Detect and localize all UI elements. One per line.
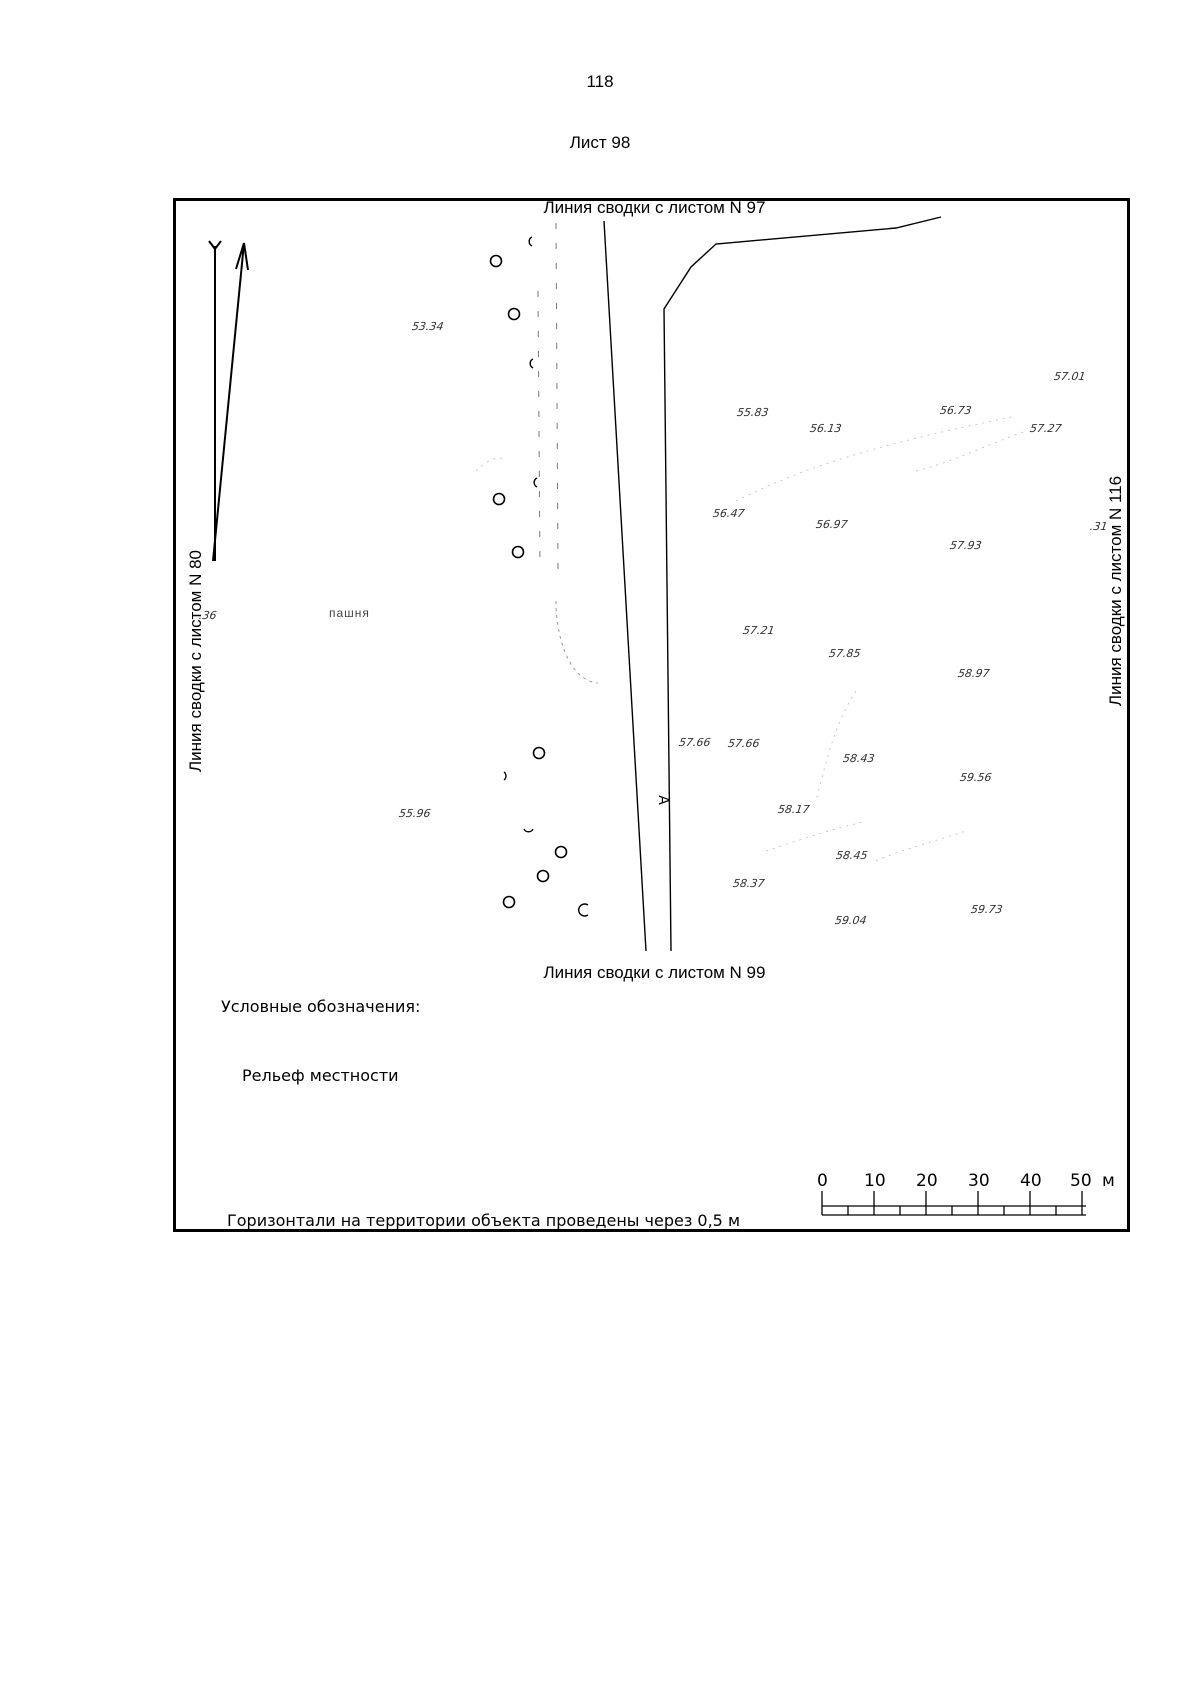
elevation-mark: 57.85 <box>828 647 862 660</box>
join-line-bottom: Линия сводки с листом N 99 <box>176 963 1127 983</box>
join-line-top: Линия сводки с листом N 97 <box>176 198 1127 218</box>
elevation-mark: 57.66 <box>727 737 761 750</box>
join-label-bottom: Линия сводки с листом N 99 <box>541 963 768 982</box>
page-number: 118 <box>586 72 614 91</box>
elevation-mark: 56.47 <box>712 507 746 520</box>
elevation-mark: 56.97 <box>815 518 849 531</box>
elevation-mark: 57.21 <box>742 624 776 637</box>
curve-path <box>555 600 599 684</box>
elevation-mark: 57.01 <box>1053 370 1087 383</box>
sheet-title: Лист 98 <box>569 133 631 152</box>
scale-label: 40 <box>1020 1171 1042 1191</box>
field-label: пашня <box>329 606 370 620</box>
tree-symbols <box>489 254 568 909</box>
elevation-mark: 58.97 <box>957 667 991 680</box>
elevation-mark: .31 <box>1089 520 1109 533</box>
scale-label: 50 <box>1070 1171 1092 1191</box>
elevation-mark: 58.43 <box>842 752 876 765</box>
elevation-mark: 56.73 <box>939 404 973 417</box>
join-label-top: Линия сводки с листом N 97 <box>541 198 768 217</box>
contour-interval-note: Горизонтали на территории объекта провед… <box>227 1211 741 1230</box>
map-frame: Линия сводки с листом N 97 Линия сводки … <box>173 198 1130 1232</box>
elevation-mark: 58.37 <box>732 877 766 890</box>
elevation-mark: 57.66 <box>678 736 712 749</box>
elevation-mark: 55.96 <box>398 807 432 820</box>
road <box>603 216 942 952</box>
contour-lines <box>475 415 1027 862</box>
elevation-mark: 58.45 <box>835 849 869 862</box>
legend-title: Условные обозначения: <box>221 997 421 1016</box>
join-label-right: Линия сводки с листом N 116 <box>1106 475 1125 707</box>
elevation-mark: 59.56 <box>959 771 993 784</box>
elevation-mark: 57.93 <box>949 539 983 552</box>
scale-unit: м <box>1102 1171 1115 1191</box>
dashed-paths <box>537 222 559 572</box>
scale-label: 30 <box>968 1171 990 1191</box>
scale-label: 0 <box>817 1171 828 1191</box>
elevation-mark: 53.34 <box>411 320 445 333</box>
elevation-mark: 59.73 <box>970 903 1004 916</box>
join-label-left: Линия сводки с листом N 80 <box>186 550 205 772</box>
elevation-mark: 56.13 <box>809 422 843 435</box>
legend-item-relief: Рельеф местности <box>242 1066 399 1085</box>
scale-label: 20 <box>916 1171 938 1191</box>
bush-symbols <box>503 236 589 917</box>
elevation-mark: .36 <box>198 609 218 622</box>
road-letter: А <box>654 795 671 805</box>
elevation-mark: 57.27 <box>1029 422 1063 435</box>
map-drawing <box>208 216 1027 952</box>
north-arrow-icon <box>208 240 249 562</box>
scale-label: 10 <box>864 1171 886 1191</box>
elevation-mark: 58.17 <box>777 803 811 816</box>
elevation-mark: 55.83 <box>736 406 770 419</box>
elevation-mark: 59.04 <box>834 914 868 927</box>
